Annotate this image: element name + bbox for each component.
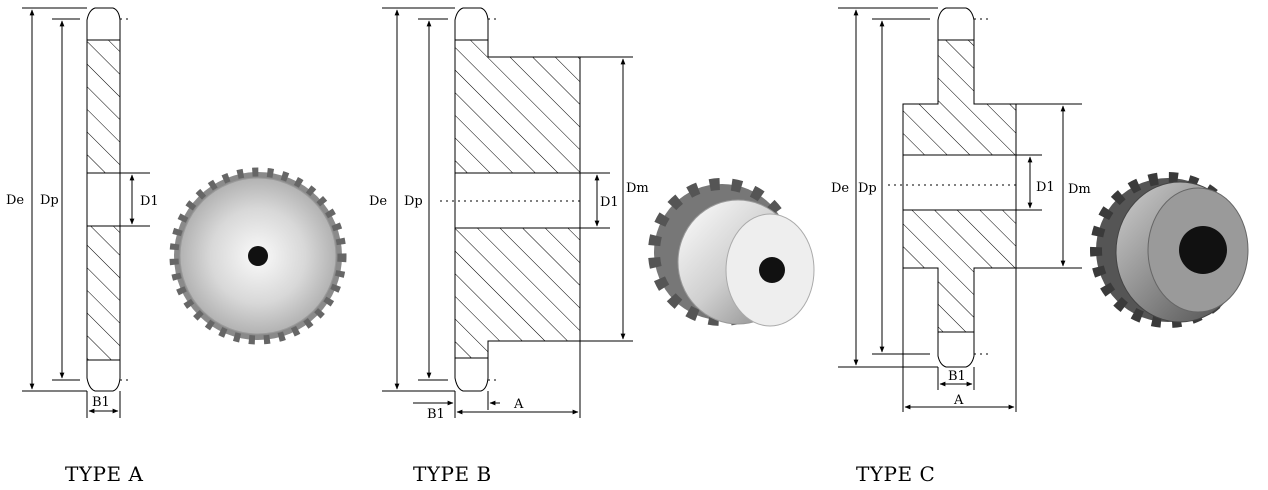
- type-c-section: [888, 7, 1017, 368]
- type-c-dm-label: Dm: [1068, 182, 1091, 197]
- type-c-de-label: De: [831, 181, 849, 196]
- type-b-section: [440, 7, 581, 392]
- type-b-dm-label: Dm: [626, 181, 649, 196]
- type-b-b1-label: B1: [427, 407, 445, 422]
- type-a-dp-label: Dp: [40, 193, 59, 208]
- type-b-d1-label: D1: [600, 195, 619, 210]
- type-b-de-label: De: [369, 194, 387, 209]
- type-c-a-label: A: [953, 393, 964, 408]
- type-a-sprocket-photo: [169, 167, 347, 345]
- type-a-d1-label: D1: [140, 194, 159, 209]
- type-a-label: TYPE A: [65, 462, 144, 486]
- type-c-dp-label: Dp: [858, 181, 877, 196]
- type-c-b1-label: B1: [948, 369, 966, 384]
- type-a-drawing: De Dp D1 B1: [6, 7, 347, 418]
- type-b-dp-label: Dp: [404, 194, 423, 209]
- type-a-de-label: De: [6, 193, 24, 208]
- type-b-label: TYPE B: [413, 462, 492, 486]
- type-a-b1-label: B1: [92, 395, 110, 410]
- type-b-a-label: A: [513, 397, 524, 412]
- type-c-sprocket-photo: [1090, 172, 1249, 328]
- type-c-d1-label: D1: [1036, 180, 1055, 195]
- type-a-section: [86, 7, 130, 392]
- type-b-drawing: De Dp D1 Dm B1 A: [369, 7, 815, 422]
- type-b-sprocket-photo: [648, 178, 815, 327]
- type-c-label: TYPE C: [856, 462, 936, 486]
- type-c-drawing: De Dp D1 Dm B1 A: [831, 7, 1249, 412]
